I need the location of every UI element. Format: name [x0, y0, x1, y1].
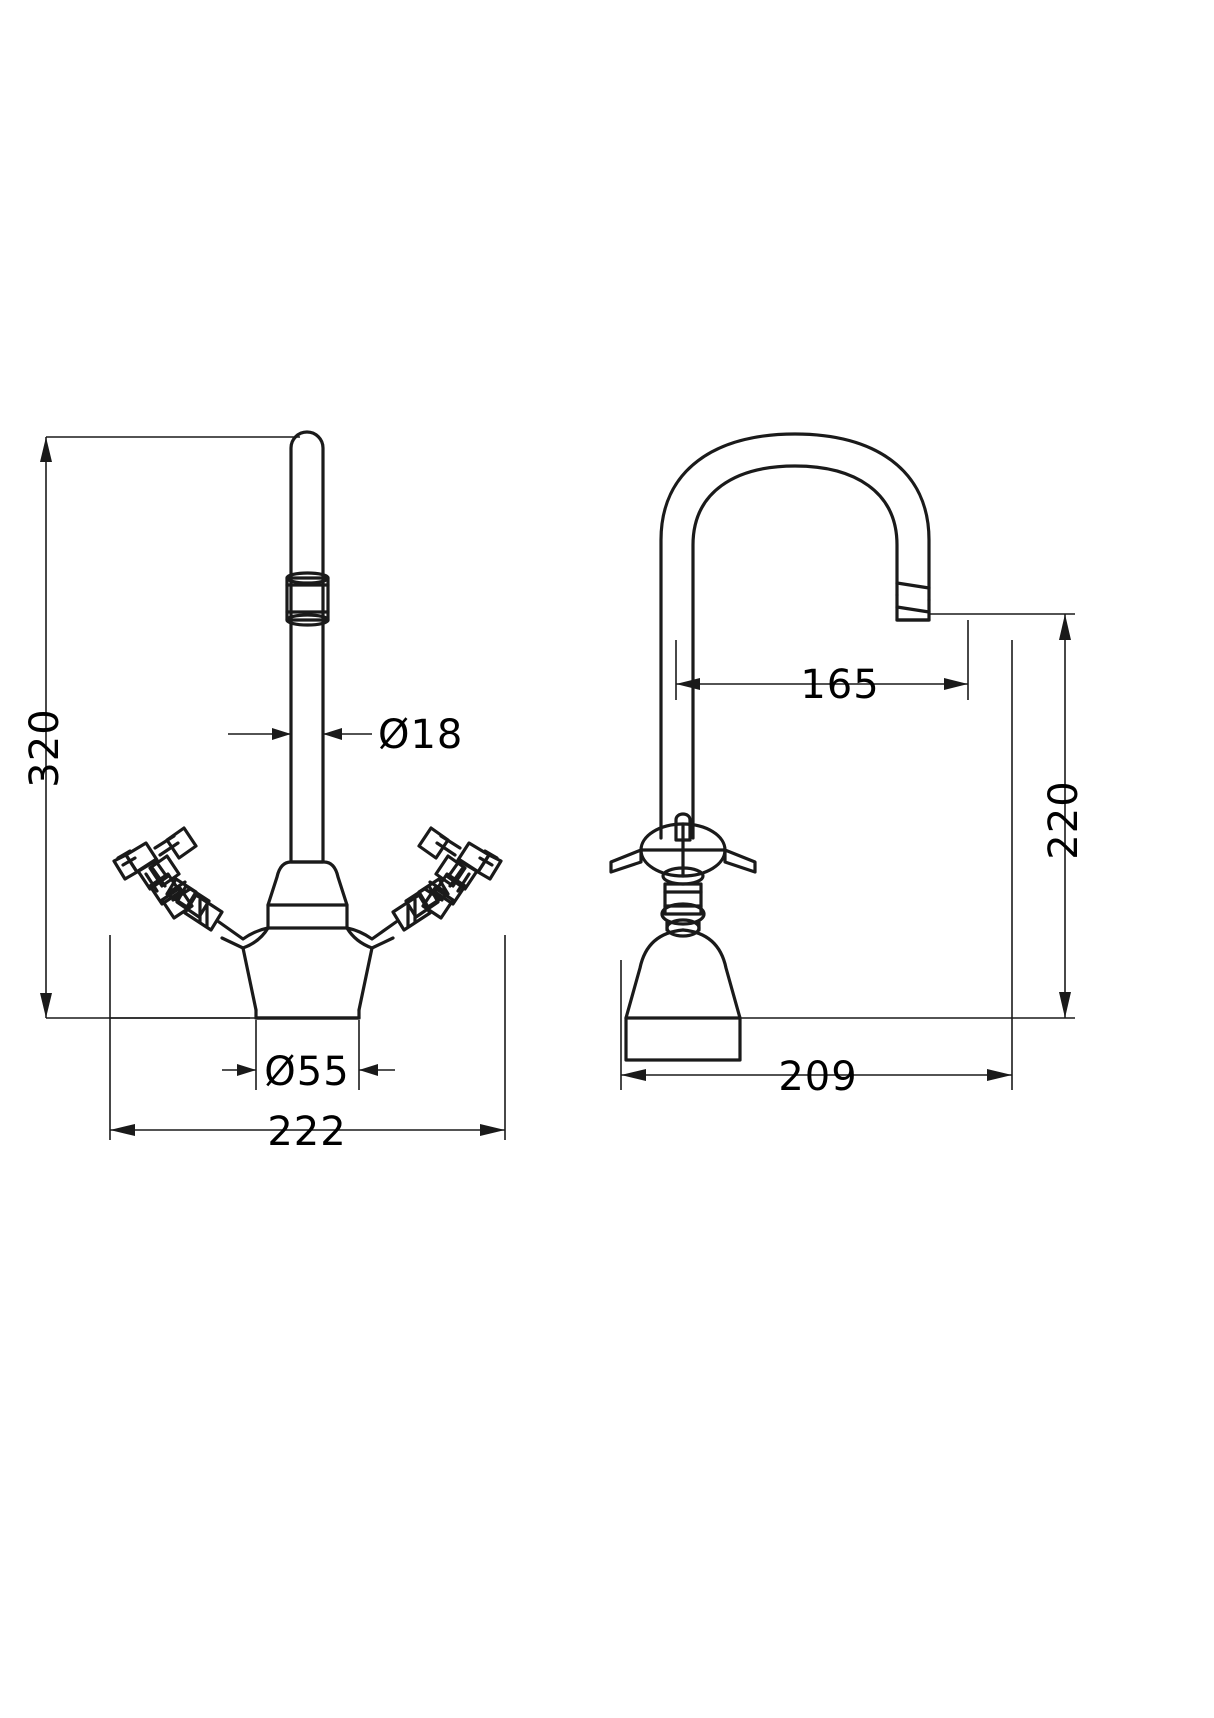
dim-label-dia18: Ø18: [378, 712, 463, 758]
dim-overall-depth: [620, 640, 1013, 1090]
spout-aerator: [895, 581, 931, 622]
dim-spout-height: [740, 613, 1075, 1019]
right-cross-handle: [417, 826, 503, 920]
body-block: [266, 903, 349, 930]
front-view-dimensions: [40, 436, 506, 1140]
spout-tube: [289, 430, 325, 864]
right-arm: [345, 920, 398, 950]
dim-label-222: 222: [267, 1109, 346, 1155]
dim-label-209: 209: [778, 1054, 857, 1100]
side-elevation-view: [609, 432, 931, 1062]
left-arm: [217, 920, 270, 950]
gooseneck-spout: [659, 432, 931, 840]
dim-base-diameter: [222, 1020, 395, 1090]
dim-spout-reach: [675, 620, 969, 700]
dim-label-320: 320: [22, 708, 68, 787]
dim-tube-diameter: [228, 728, 372, 740]
front-elevation-view: [112, 430, 503, 1020]
dim-label-165: 165: [800, 662, 879, 708]
side-cross-handle: [609, 812, 757, 886]
dim-label-220: 220: [1041, 780, 1087, 859]
side-view-dimensions: [620, 613, 1075, 1090]
dim-overall-width: [109, 935, 506, 1140]
spout-collar: [285, 571, 330, 627]
body-shoulder: [266, 860, 349, 907]
dim-label-dia55: Ø55: [264, 1049, 349, 1095]
lower-body-cone: [241, 946, 374, 1020]
side-valve-body: [660, 882, 706, 938]
side-body-skirt: [624, 928, 742, 1062]
left-cross-handle: [112, 826, 198, 920]
